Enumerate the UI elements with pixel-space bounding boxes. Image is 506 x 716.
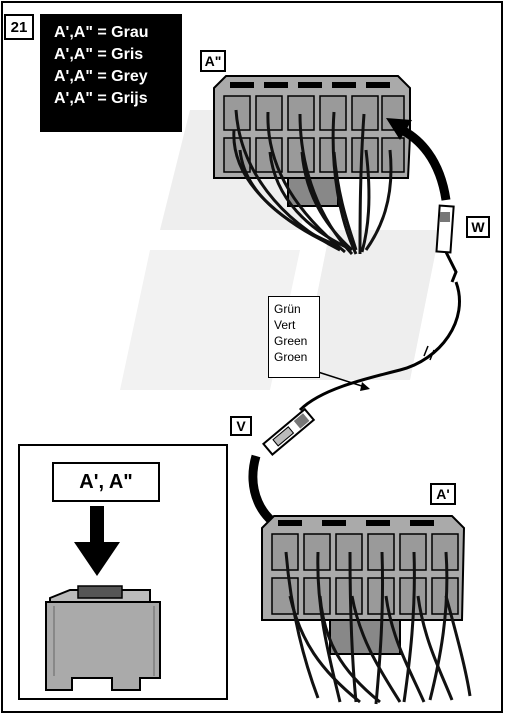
- pin-w-label: W: [466, 216, 490, 238]
- wire-color-label: Grün Vert Green Groen: [268, 296, 320, 378]
- color-legend-line: A',A" = Grey: [54, 68, 148, 85]
- wire-color: Green: [274, 334, 308, 348]
- inset-label: A', A": [52, 462, 160, 502]
- wire-color: Grün: [274, 302, 301, 316]
- color-legend-line: A',A" = Gris: [54, 46, 144, 63]
- down-arrow-icon: [90, 506, 104, 546]
- inset-panel: A', A": [18, 444, 228, 700]
- connector-a-single: [261, 515, 472, 705]
- wire-color: Vert: [274, 318, 296, 332]
- inset-drawing: [45, 506, 161, 691]
- connector-a-double: [213, 75, 411, 256]
- connector-a-single-label: A': [430, 483, 456, 505]
- color-legend-line: A',A" = Grijs: [54, 90, 148, 107]
- pin-v-label: V: [230, 416, 252, 436]
- step-number: 21: [4, 14, 34, 40]
- wire-color: Groen: [274, 350, 308, 364]
- pin-v: [261, 407, 316, 457]
- arrow-head-icon: [386, 118, 412, 140]
- color-legend: A',A" = Grau A',A" = Gris A',A" = Grey A…: [40, 14, 182, 132]
- green-wire: [298, 281, 461, 412]
- color-legend-line: A',A" = Grau: [54, 24, 149, 41]
- connector-a-double-label: A": [200, 50, 226, 72]
- pin-w: [435, 204, 458, 283]
